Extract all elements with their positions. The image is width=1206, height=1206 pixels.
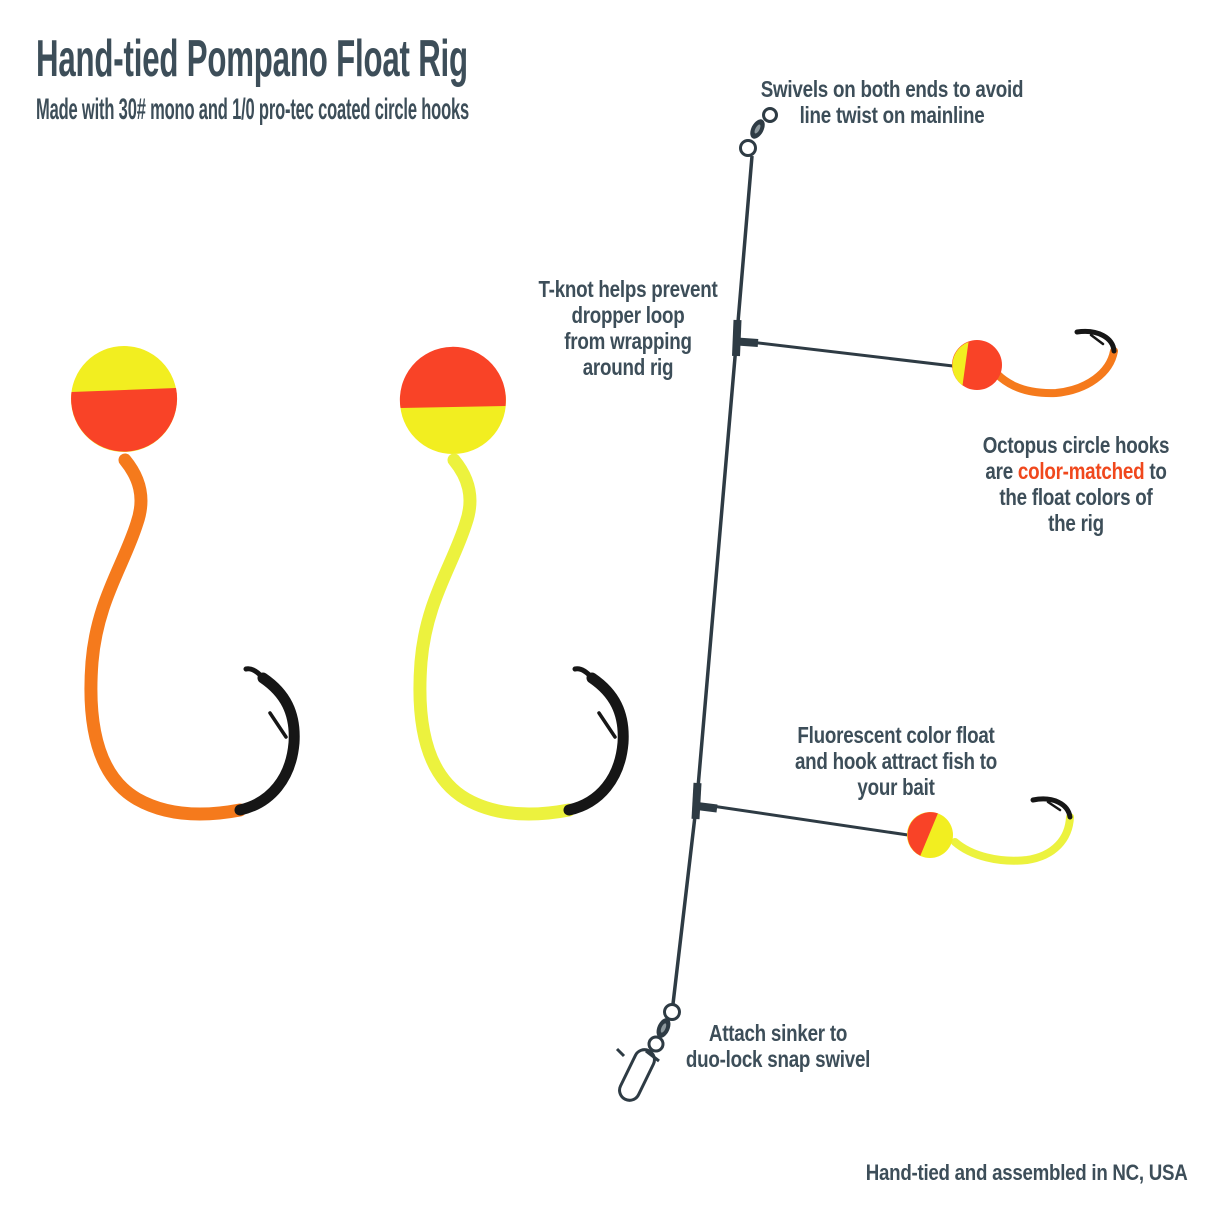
float-large-middle [399,346,506,454]
color-matched-highlight: color-matched [1017,458,1145,484]
duo-lock-snap-swivel-icon [615,1003,681,1102]
annotation-sinker: Attach sinker to duo-lock snap swivel [666,1020,890,1072]
dropper-line-top [749,340,954,368]
main-line [671,155,754,1005]
hook-small-chartreuse [951,796,1074,865]
annotation-line: Fluorescent color float [797,722,995,748]
hook-large-orange [84,453,300,821]
page-title: Hand-tied Pompano Float Rig [36,30,468,88]
annotation-line: your bait [857,774,935,800]
credit-line: Hand-tied and assembled in NC, USA [866,1160,1188,1185]
annotation-t-knot: T-knot helps prevent dropper loop from w… [516,276,740,380]
annotation-line: Attach sinker to [708,1020,848,1046]
t-knot-bottom [691,782,718,820]
dropper-line-bottom [711,804,909,837]
annotation-line: the float colors of [999,484,1153,510]
annotation-octopus-hooks: Octopus circle hooks are color-matched t… [964,432,1188,536]
annotation-line: line twist on mainline [799,102,985,128]
page-subtitle: Made with 30# mono and 1/0 pro-tec coate… [36,93,470,126]
annotation-text: are [985,458,1018,484]
annotation-line: from wrapping [564,328,692,354]
annotation-line: and hook attract fish to [794,748,998,774]
annotation-line: are color-matched to [964,458,1188,484]
annotation-line: T-knot helps prevent [538,276,718,302]
float-small-top [952,340,1002,390]
barrel-swivel-icon [739,107,778,157]
annotation-swivels: Swivels on both ends to avoid line twist… [740,76,1044,128]
hook-small-orange [993,328,1118,398]
annotation-line: the rig [1048,510,1104,536]
annotation-text: to [1144,458,1167,484]
float-large-left [71,346,178,452]
annotation-line: dropper loop [571,302,685,328]
annotation-line: Swivels on both ends to avoid [760,76,1024,102]
annotation-fluorescent-float: Fluorescent color float and hook attract… [776,722,1016,800]
annotation-line: Octopus circle hooks [982,432,1170,458]
annotation-line: around rig [582,354,674,380]
t-knot-top [732,319,759,357]
annotation-line: duo-lock snap swivel [685,1046,871,1072]
float-small-bottom [907,812,953,858]
hook-large-chartreuse [413,453,629,821]
